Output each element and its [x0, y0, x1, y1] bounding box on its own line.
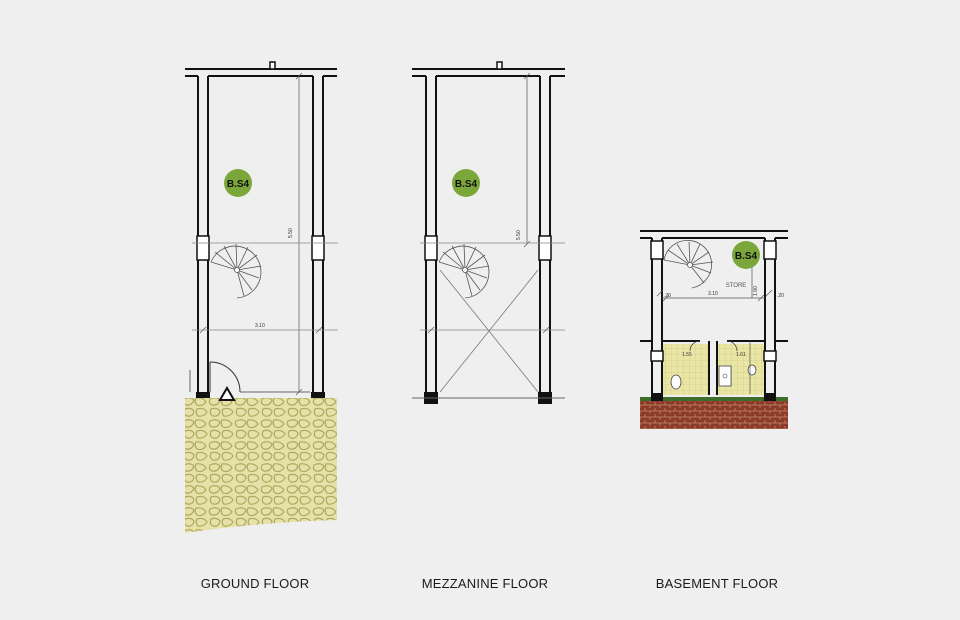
- basement-unit-tag: B.S4: [732, 241, 760, 269]
- basement-floor-label: BASEMENT FLOOR: [655, 576, 779, 591]
- mezzanine-right-pier: [538, 235, 552, 261]
- mezzanine-spiral-stair: [438, 243, 490, 299]
- basement-partitions: [662, 340, 765, 395]
- basement-bath-left-dimension: 1.55: [682, 352, 692, 358]
- mezzanine-left-pier: [424, 235, 438, 261]
- ground-width-dimension: 3.10: [255, 323, 265, 329]
- ground-floor-label: GROUND FLOOR: [200, 576, 310, 591]
- drain-icon: [722, 373, 728, 379]
- ground-side-walls: [197, 76, 324, 395]
- mezzanine-unit-tag: B.S4: [452, 169, 480, 197]
- svg-text:B.S4: B.S4: [455, 179, 478, 190]
- basement-height-dimension: 1.90: [753, 286, 759, 296]
- basement-bath-doors: [689, 340, 738, 352]
- ground-stone-paving: [185, 398, 337, 533]
- mezzanine-void-cross: [439, 269, 539, 393]
- mezzanine-side-walls: [425, 76, 551, 395]
- ground-door: [189, 361, 310, 393]
- mezzanine-floor-plan: 5.50 B.S4: [412, 61, 565, 404]
- basement-right-partition-pier: [763, 350, 777, 362]
- basement-width-dimension: 3.10: [708, 291, 718, 297]
- ground-top-wall: [185, 61, 337, 77]
- basement-floor-slab: [640, 397, 788, 401]
- basement-spiral-stair: [663, 240, 714, 289]
- ground-floor-plan: 5.50 3.10 B.S4: [185, 61, 338, 533]
- basement-bath-left-tiles: [663, 344, 709, 395]
- basement-floor-plan: 3.10 1.90 1.55 1.61 .20 .20 STORE B.S4: [640, 230, 788, 429]
- basement-top-wall: [640, 230, 788, 239]
- mezzanine-dimensions: [420, 72, 565, 334]
- basement-foundation: [640, 401, 788, 429]
- sink-icon: [747, 364, 757, 376]
- ground-height-dimension: 5.50: [288, 228, 294, 238]
- basement-dimensions: [656, 260, 773, 394]
- mezzanine-floor-label: MEZZANINE FLOOR: [421, 576, 549, 591]
- ground-dimensions: [192, 72, 338, 396]
- basement-bath-right-dimension: 1.61: [736, 352, 746, 358]
- basement-wall-dimension-left: .20: [664, 293, 671, 299]
- basement-side-walls: [640, 238, 788, 398]
- ground-unit-tag: B.S4: [224, 169, 252, 197]
- ground-left-pier: [196, 235, 210, 261]
- basement-post-right: [764, 393, 776, 401]
- toilet-icon: [670, 374, 682, 390]
- basement-wall-dimension-right: .20: [777, 293, 784, 299]
- mezzanine-height-dimension: 5.50: [516, 230, 522, 240]
- basement-post-left: [651, 393, 663, 401]
- basement-right-pier: [763, 240, 777, 260]
- ground-right-pier: [311, 235, 325, 261]
- svg-text:B.S4: B.S4: [227, 179, 250, 190]
- basement-left-partition-pier: [650, 350, 664, 362]
- mezzanine-top-wall: [412, 61, 565, 77]
- basement-left-pier: [650, 240, 664, 260]
- entrance-marker-icon: [218, 386, 236, 401]
- svg-text:B.S4: B.S4: [735, 251, 758, 262]
- ground-spiral-stair: [210, 243, 262, 299]
- basement-room-label: STORE: [726, 283, 747, 289]
